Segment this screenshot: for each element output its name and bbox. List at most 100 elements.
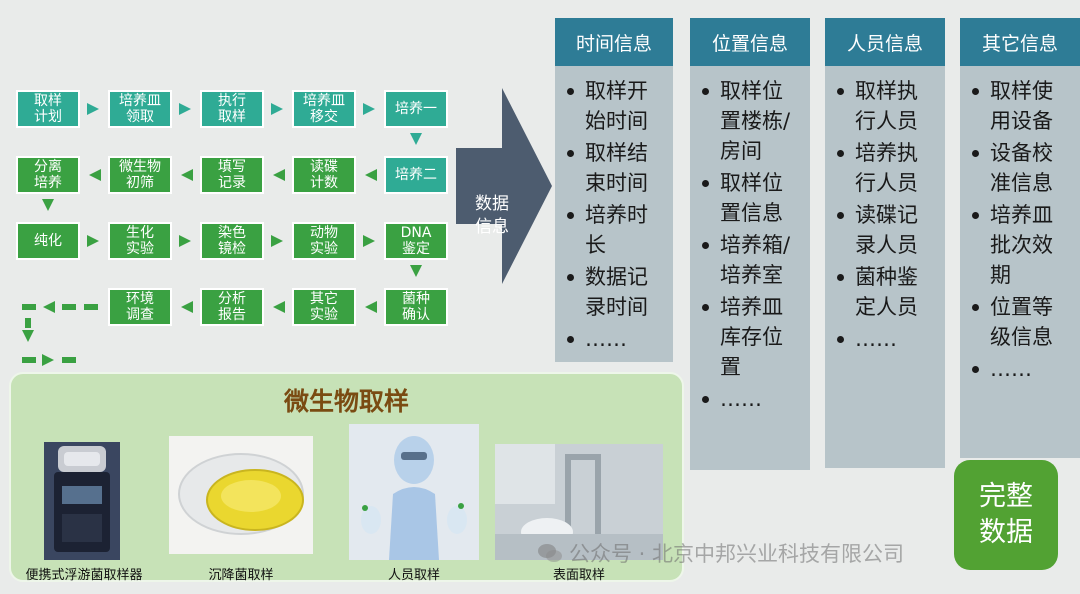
node-plate-count: 读碟 计数 bbox=[292, 156, 356, 194]
column-other: 其它信息 取样使用设备 设备校准信息 培养皿批次效期 位置等级信息 …… bbox=[960, 18, 1080, 458]
node-dish-collect: 培养皿 领取 bbox=[108, 90, 172, 128]
personnel-photo bbox=[349, 424, 479, 560]
column-personnel-list: 取样执行人员 培养执行人员 读碟记录人员 菌种鉴定人员 …… bbox=[835, 76, 937, 354]
arrow-right-icon bbox=[179, 235, 191, 247]
data-info-label: 数据 信息 bbox=[475, 194, 509, 237]
arrow-left-icon bbox=[181, 301, 193, 313]
node-biochem-test: 生化 实验 bbox=[108, 222, 172, 260]
arrow-right-icon bbox=[271, 235, 283, 247]
column-time: 时间信息 取样开始时间 取样结束时间 培养时长 数据记录时间 …… bbox=[555, 18, 673, 362]
complete-line-1: 完整 bbox=[979, 481, 1033, 512]
air-sampler-image bbox=[44, 442, 120, 560]
column-location-body: 取样位置楼栋/房间 取样位置信息 培养箱/培养室 培养皿库存位置 …… bbox=[690, 66, 810, 470]
surface-caption: 表面取样 bbox=[552, 568, 605, 583]
arrow-down-icon bbox=[410, 133, 422, 145]
list-item: 取样结束时间 bbox=[565, 138, 665, 198]
list-item: 培养时长 bbox=[565, 200, 665, 260]
list-item: 取样开始时间 bbox=[565, 76, 665, 136]
personnel-caption: 人员取样 bbox=[387, 568, 440, 583]
dash-segment bbox=[84, 304, 98, 310]
arrow-left-icon bbox=[89, 169, 101, 181]
dash-segment bbox=[22, 304, 36, 310]
list-item: 数据记录时间 bbox=[565, 262, 665, 322]
node-execute-sampling: 执行 取样 bbox=[200, 90, 264, 128]
node-stain-microscopy: 染色 镜检 bbox=[200, 222, 264, 260]
dash-segment bbox=[22, 357, 36, 363]
column-personnel: 人员信息 取样执行人员 培养执行人员 读碟记录人员 菌种鉴定人员 …… bbox=[825, 18, 945, 468]
node-culture-2: 培养二 bbox=[384, 156, 448, 194]
watermark-text: 公众号 · 北京中邦兴业科技有限公司 bbox=[569, 542, 905, 566]
list-item: …… bbox=[700, 384, 802, 414]
dash-segment bbox=[62, 304, 76, 310]
arrow-left-icon bbox=[181, 169, 193, 181]
column-other-body: 取样使用设备 设备校准信息 培养皿批次效期 位置等级信息 …… bbox=[960, 66, 1080, 458]
arrow-left-icon bbox=[273, 169, 285, 181]
arrow-right-icon bbox=[271, 103, 283, 115]
list-item: 取样位置楼栋/房间 bbox=[700, 76, 802, 166]
column-time-body: 取样开始时间 取样结束时间 培养时长 数据记录时间 …… bbox=[555, 66, 673, 362]
node-culture-1: 培养一 bbox=[384, 90, 448, 128]
column-time-title: 时间信息 bbox=[555, 18, 673, 66]
arrow-left-icon bbox=[365, 301, 377, 313]
dash-segment bbox=[62, 357, 76, 363]
column-other-list: 取样使用设备 设备校准信息 培养皿批次效期 位置等级信息 …… bbox=[970, 76, 1072, 384]
column-other-title: 其它信息 bbox=[960, 18, 1080, 66]
arrow-right-icon bbox=[42, 354, 54, 366]
arrow-left-icon bbox=[43, 301, 55, 313]
arrow-right-icon bbox=[363, 235, 375, 247]
node-microbe-screen: 微生物 初筛 bbox=[108, 156, 172, 194]
list-item: 读碟记录人员 bbox=[835, 200, 937, 260]
settle-plate-image bbox=[169, 436, 313, 554]
list-item: 位置等级信息 bbox=[970, 292, 1072, 352]
arrow-down-icon bbox=[22, 330, 34, 342]
sampling-panel-title: 微生物取样 bbox=[283, 387, 409, 416]
complete-data-badge: 完整 数据 bbox=[954, 460, 1058, 570]
list-item: 菌种鉴定人员 bbox=[835, 262, 937, 322]
list-item: 取样执行人员 bbox=[835, 76, 937, 136]
column-personnel-body: 取样执行人员 培养执行人员 读碟记录人员 菌种鉴定人员 …… bbox=[825, 66, 945, 468]
wechat-icon bbox=[538, 544, 562, 562]
list-item: …… bbox=[835, 324, 937, 354]
column-location-title: 位置信息 bbox=[690, 18, 810, 66]
complete-line-2: 数据 bbox=[979, 517, 1033, 548]
column-personnel-title: 人员信息 bbox=[825, 18, 945, 66]
list-item: 设备校准信息 bbox=[970, 138, 1072, 198]
node-strain-confirm: 菌种 确认 bbox=[384, 288, 448, 326]
sampling-panel: 微生物取样 便携式浮游菌取样器 沉降菌取样 bbox=[9, 372, 684, 583]
arrow-down-icon bbox=[42, 199, 54, 211]
node-isolate-culture: 分离 培养 bbox=[16, 156, 80, 194]
node-fill-record: 填写 记录 bbox=[200, 156, 264, 194]
list-item: …… bbox=[565, 324, 665, 354]
column-location: 位置信息 取样位置楼栋/房间 取样位置信息 培养箱/培养室 培养皿库存位置 …… bbox=[690, 18, 810, 470]
node-sampling-plan: 取样 计划 bbox=[16, 90, 80, 128]
list-item: 培养皿批次效期 bbox=[970, 200, 1072, 290]
arrow-right-icon bbox=[87, 235, 99, 247]
node-analysis-report: 分析 报告 bbox=[200, 288, 264, 326]
node-dna-identify: DNA 鉴定 bbox=[384, 222, 448, 260]
surface-image bbox=[495, 444, 663, 560]
list-item: 取样位置信息 bbox=[700, 168, 802, 228]
node-animal-test: 动物 实验 bbox=[292, 222, 356, 260]
dash-segment bbox=[25, 318, 31, 328]
air-sampler-caption: 便携式浮游菌取样器 bbox=[25, 568, 143, 583]
surface-photo bbox=[495, 444, 663, 560]
watermark: 公众号 · 北京中邦兴业科技有限公司 bbox=[537, 538, 904, 568]
list-item: 取样使用设备 bbox=[970, 76, 1072, 136]
big-arrow-icon bbox=[456, 88, 552, 284]
personnel-image bbox=[349, 424, 479, 560]
air-sampler-photo bbox=[44, 442, 120, 560]
arrow-right-icon bbox=[363, 103, 375, 115]
column-location-list: 取样位置楼栋/房间 取样位置信息 培养箱/培养室 培养皿库存位置 …… bbox=[700, 76, 802, 414]
column-time-list: 取样开始时间 取样结束时间 培养时长 数据记录时间 …… bbox=[565, 76, 665, 354]
list-item: …… bbox=[970, 354, 1072, 384]
node-dish-handover: 培养皿 移交 bbox=[292, 90, 356, 128]
node-purify: 纯化 bbox=[16, 222, 80, 260]
node-env-survey: 环境 调查 bbox=[108, 288, 172, 326]
node-other-test: 其它 实验 bbox=[292, 288, 356, 326]
list-item: 培养皿库存位置 bbox=[700, 292, 802, 382]
arrow-down-icon bbox=[410, 265, 422, 277]
list-item: 培养箱/培养室 bbox=[700, 230, 802, 290]
arrow-left-icon bbox=[273, 301, 285, 313]
settle-plate-caption: 沉降菌取样 bbox=[208, 568, 274, 583]
list-item: 培养执行人员 bbox=[835, 138, 937, 198]
